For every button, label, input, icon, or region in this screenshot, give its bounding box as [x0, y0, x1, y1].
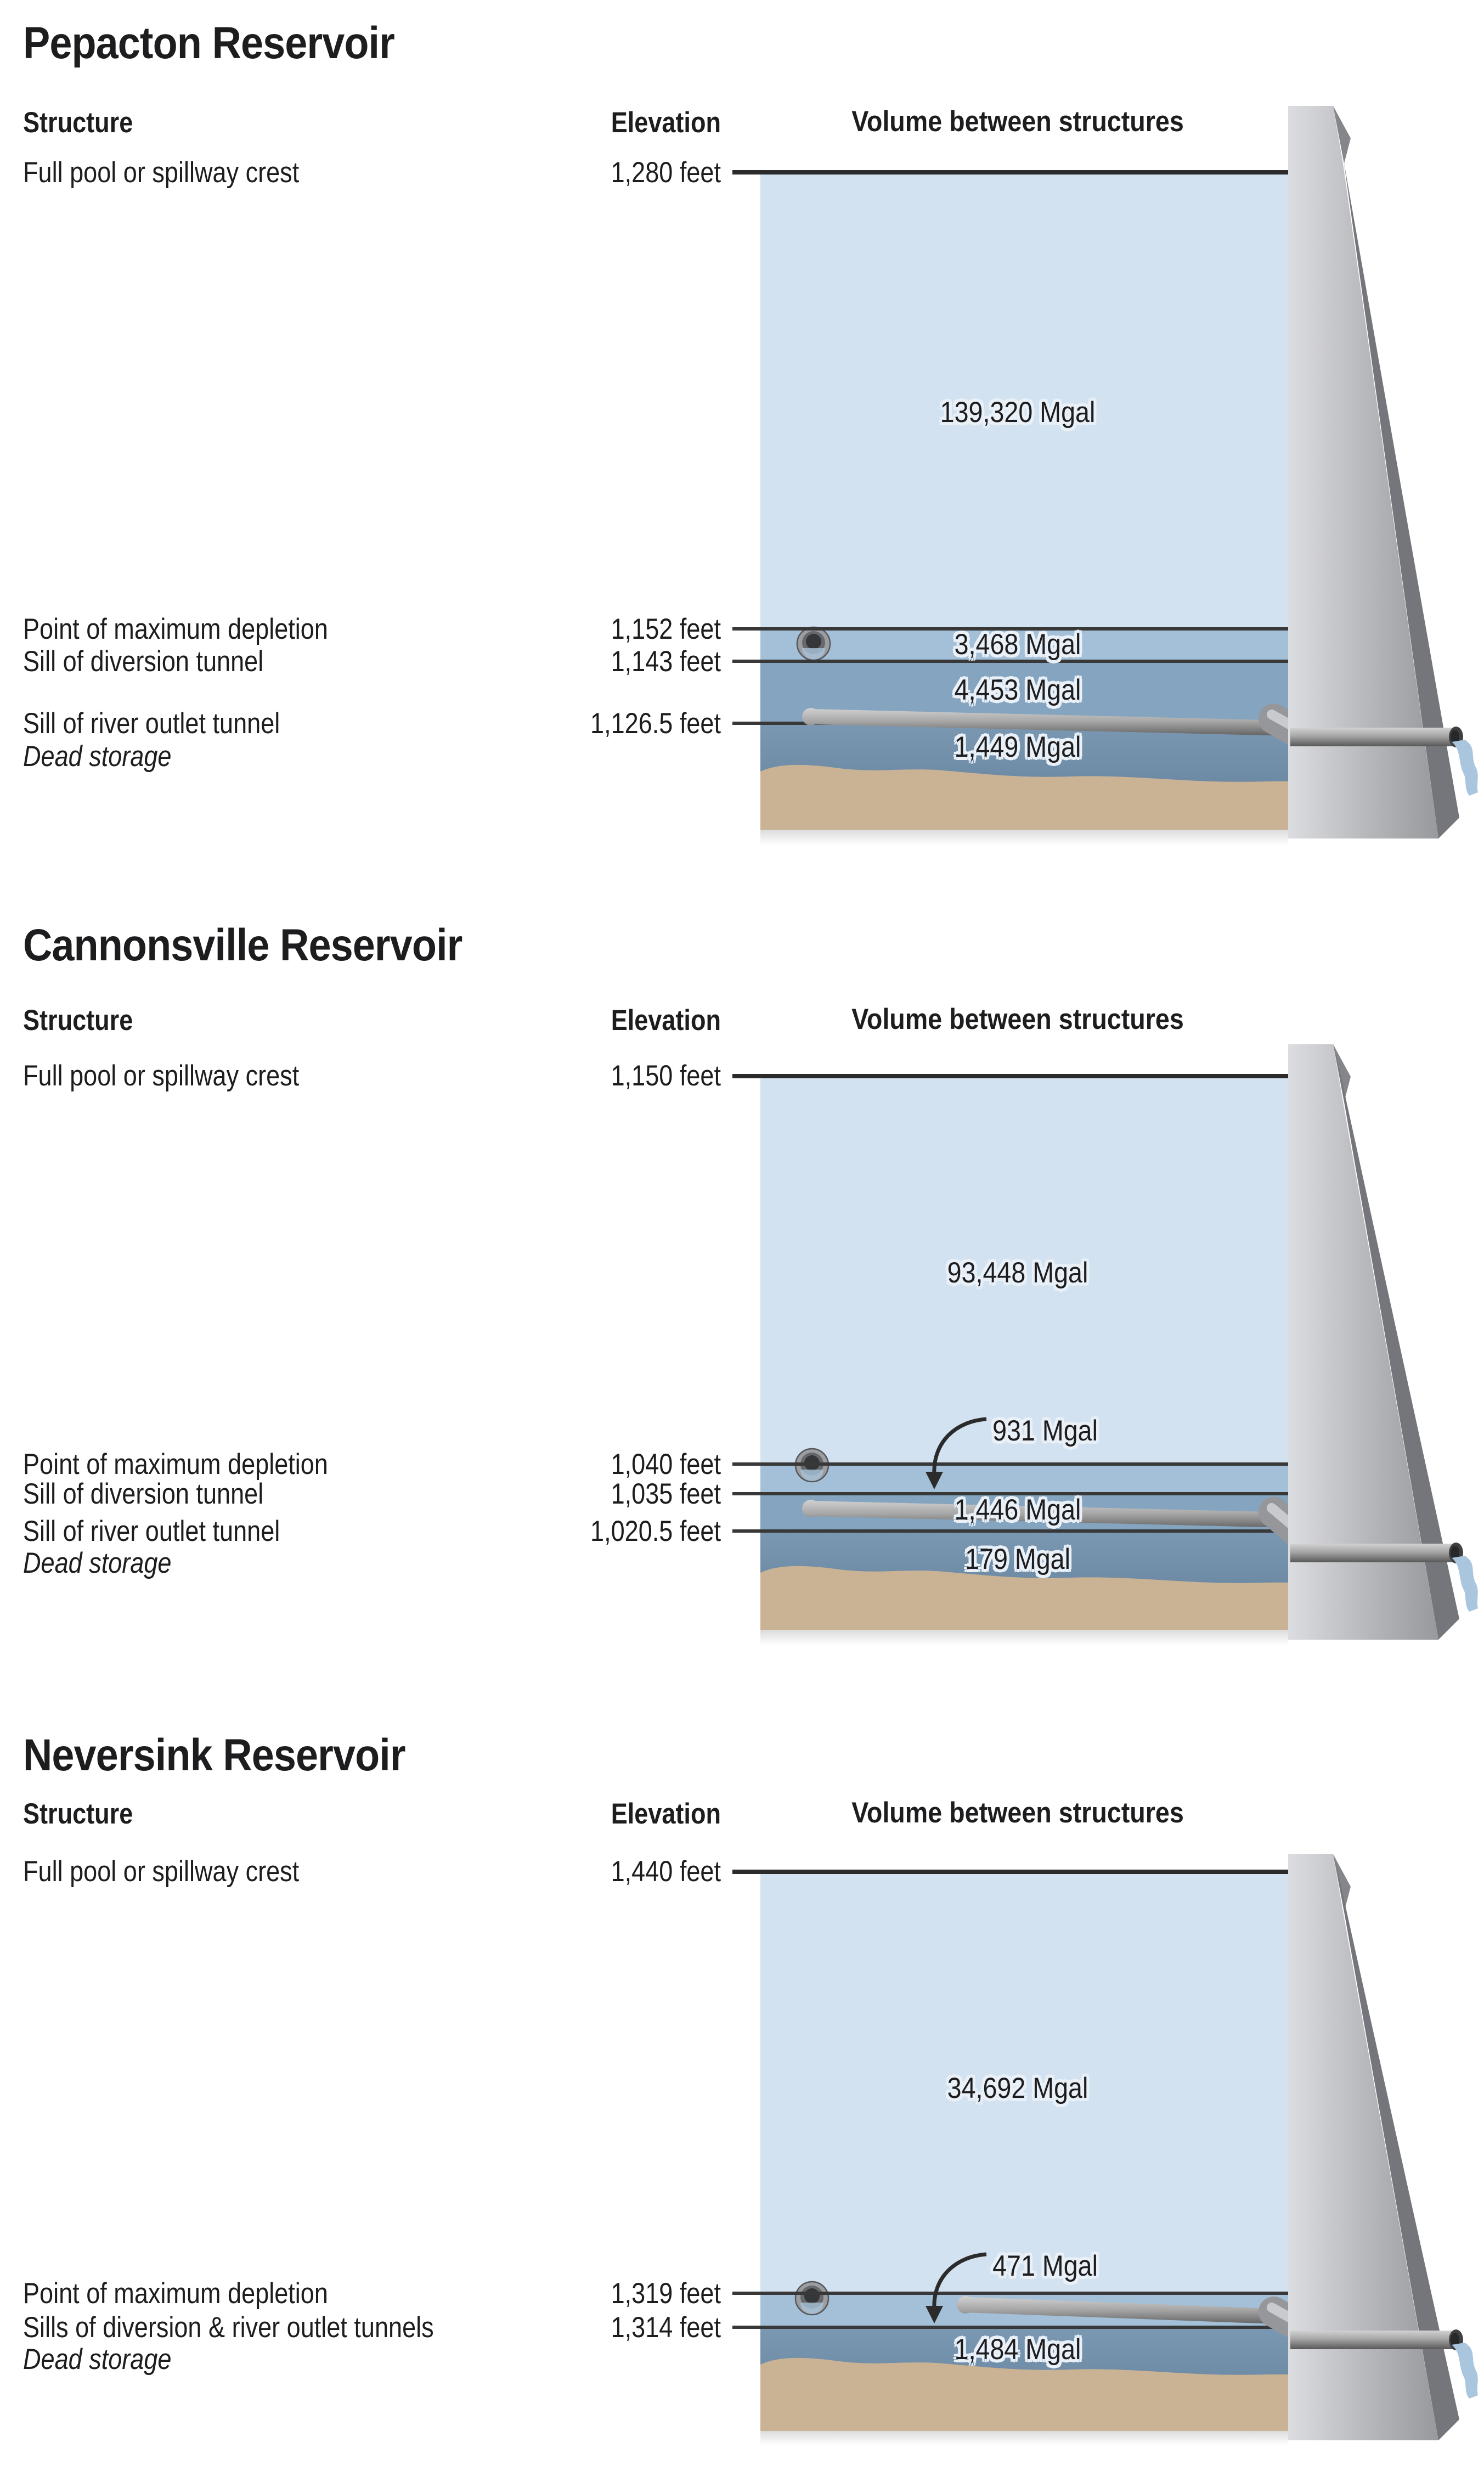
column-header-structure: Structure: [23, 1798, 133, 1830]
structure-label: Point of maximum depletion: [23, 613, 328, 645]
volume-label-upper: 139,320 Mgal: [940, 396, 1096, 429]
volume-label-band1: 931 Mgal: [992, 1415, 1098, 1448]
volume-label-upper: 93,448 Mgal: [947, 1257, 1088, 1290]
reservoir-title: Neversink Reservoir: [23, 1730, 406, 1780]
structure-label: Sill of diversion tunnel: [23, 645, 264, 678]
volume-label-band2: 1,446 Mgal: [954, 1494, 1081, 1527]
water-layer-upper: [760, 1872, 1288, 2293]
water-drip: [1452, 2343, 1478, 2399]
structure-label: Sills of diversion & river outlet tunnel…: [23, 2311, 434, 2344]
structure-label: Full pool or spillway crest: [23, 156, 300, 189]
column-header-structure: Structure: [23, 106, 133, 139]
column-header-structure: Structure: [23, 1004, 133, 1037]
elevation-value: 1,280 feet: [611, 156, 721, 189]
structure-label: Full pool or spillway crest: [23, 1060, 300, 1092]
outlet-pipe-exit: [1290, 1543, 1463, 1563]
structure-label: Sill of river outlet tunnel: [23, 1515, 280, 1547]
dam: [1288, 1044, 1459, 1640]
sediment: [760, 764, 1288, 830]
volume-label-upper: 34,692 Mgal: [947, 2072, 1088, 2105]
structure-label: Sill of diversion tunnel: [23, 1478, 264, 1510]
structure-label: Full pool or spillway crest: [23, 1855, 300, 1888]
reservoir-title: Cannonsville Reservoir: [23, 920, 462, 970]
volume-label-band2: 4,453 Mgal: [954, 674, 1081, 707]
volume-label-dead: 179 Mgal: [965, 1543, 1070, 1576]
volume-label-band1: 471 Mgal: [992, 2250, 1098, 2283]
outlet-pipe-exit: [1290, 727, 1463, 747]
dam: [1288, 106, 1459, 838]
column-header-elevation: Elevation: [611, 1004, 721, 1037]
column-header-elevation: Elevation: [611, 1798, 721, 1830]
outlet-pipe-exit: [1290, 2329, 1463, 2350]
neversink-diagram: [732, 1854, 1478, 2445]
water-layer-band1: [760, 629, 1288, 661]
elevation-value: 1,035 feet: [611, 1478, 721, 1510]
elevation-value: 1,020.5 feet: [590, 1515, 721, 1547]
elevation-value: 1,143 feet: [611, 645, 721, 678]
pepacton-diagram: [732, 106, 1478, 845]
volume-label-band1: 3,468 Mgal: [954, 628, 1081, 661]
column-header-elevation: Elevation: [611, 106, 721, 139]
volume-arrow: [926, 2252, 987, 2323]
dam: [1288, 1854, 1459, 2440]
dead-storage-label: Dead storage: [23, 740, 172, 773]
diversion-tunnel-opening: [794, 2281, 830, 2316]
cannonsville-diagram: [732, 1044, 1478, 1645]
water-layer-upper: [760, 172, 1288, 629]
volume-label-dead: 1,449 Mgal: [954, 731, 1081, 764]
dead-storage-label: Dead storage: [23, 1547, 172, 1579]
elevation-value: 1,150 feet: [611, 1060, 721, 1092]
structure-label: Sill of river outlet tunnel: [23, 707, 280, 740]
sediment: [760, 1566, 1288, 1630]
structure-label: Point of maximum depletion: [23, 1448, 328, 1481]
sediment: [760, 2357, 1288, 2431]
volume-arrow: [926, 1417, 987, 1489]
reservoir-title: Pepacton Reservoir: [23, 18, 395, 68]
structure-label: Point of maximum depletion: [23, 2277, 328, 2310]
water-drip: [1452, 1556, 1478, 1612]
elevation-value: 1,152 feet: [611, 613, 721, 645]
column-header-volume: Volume between structures: [851, 1797, 1184, 1830]
ground-shadow: [760, 2431, 1288, 2445]
volume-label-dead: 1,484 Mgal: [954, 2333, 1081, 2366]
ground-shadow: [760, 830, 1288, 845]
column-header-volume: Volume between structures: [851, 1003, 1184, 1036]
elevation-value: 1,126.5 feet: [590, 707, 721, 740]
elevation-value: 1,314 feet: [611, 2311, 721, 2344]
diversion-tunnel-opening: [796, 626, 831, 661]
water-drip: [1452, 740, 1478, 796]
column-header-volume: Volume between structures: [851, 105, 1184, 138]
ground-shadow: [760, 1630, 1288, 1645]
elevation-value: 1,040 feet: [611, 1448, 721, 1481]
elevation-value: 1,440 feet: [611, 1855, 721, 1888]
water-layer-band1: [760, 1464, 1288, 1494]
elevation-value: 1,319 feet: [611, 2277, 721, 2310]
water-layer-upper: [760, 1076, 1288, 1464]
dead-storage-label: Dead storage: [23, 2343, 172, 2376]
